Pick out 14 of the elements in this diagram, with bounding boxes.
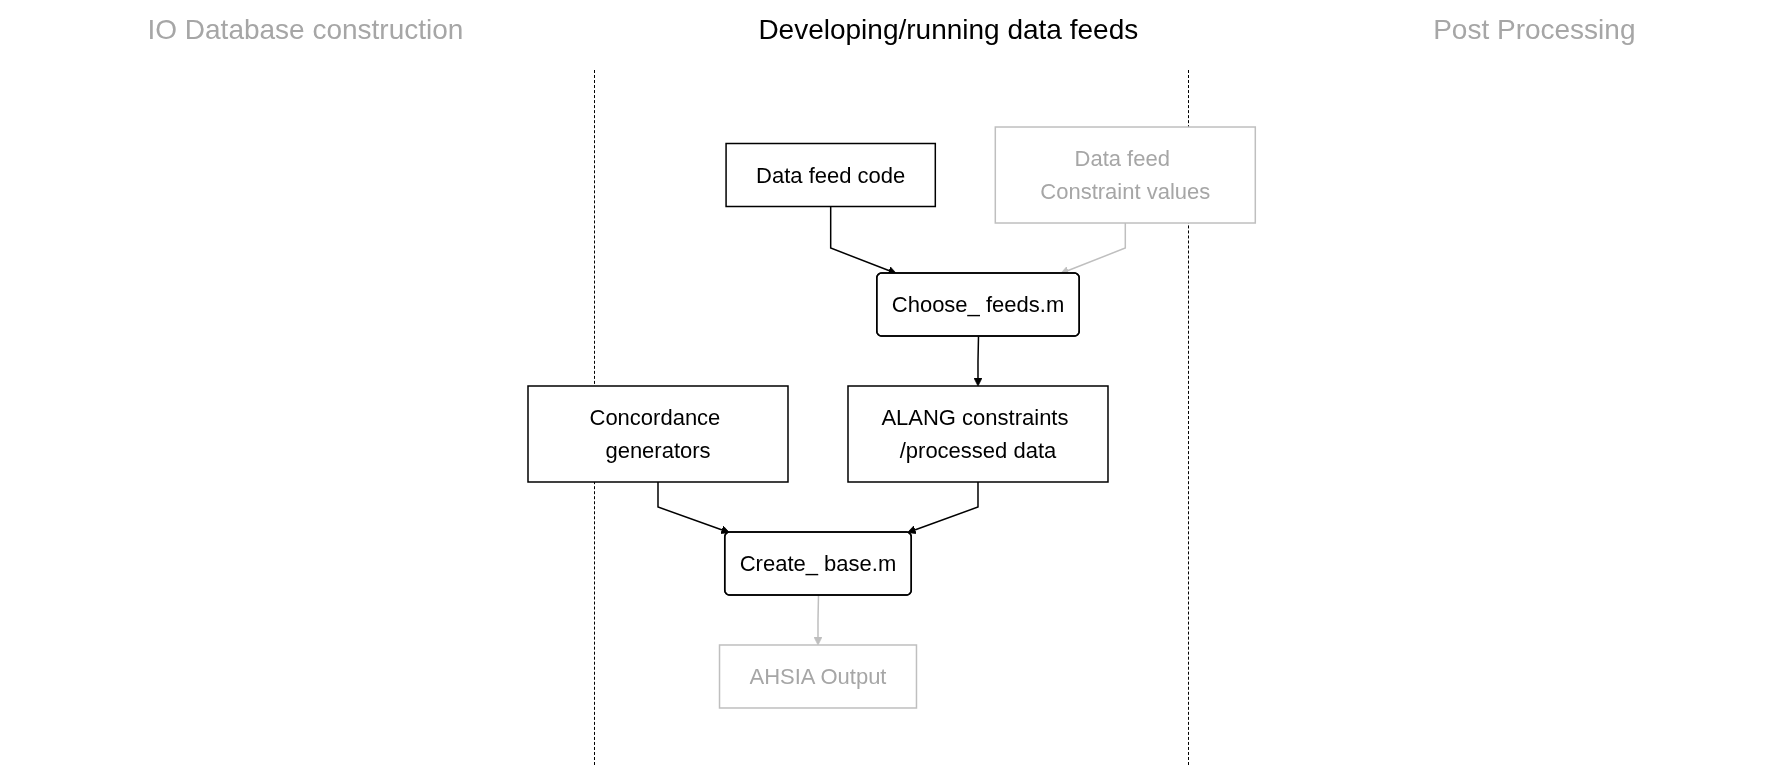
arrow [906, 481, 979, 534]
node-box: Concordance generators [527, 385, 789, 483]
arrow [973, 335, 983, 387]
node-box: Data feed Constraint values [994, 126, 1256, 224]
node-box: AHSIA Output [718, 644, 918, 709]
arrow [829, 205, 897, 275]
column-heading: Post Processing [1433, 14, 1636, 46]
node-box: Data feed code [725, 142, 936, 208]
arrow [1060, 222, 1126, 275]
arrow [813, 594, 823, 646]
column-heading: IO Database construction [147, 14, 464, 46]
column-heading: Developing/running data feeds [758, 14, 1139, 46]
node-box: ALANG constraints /processed data [847, 385, 1109, 483]
arrow [657, 481, 730, 535]
